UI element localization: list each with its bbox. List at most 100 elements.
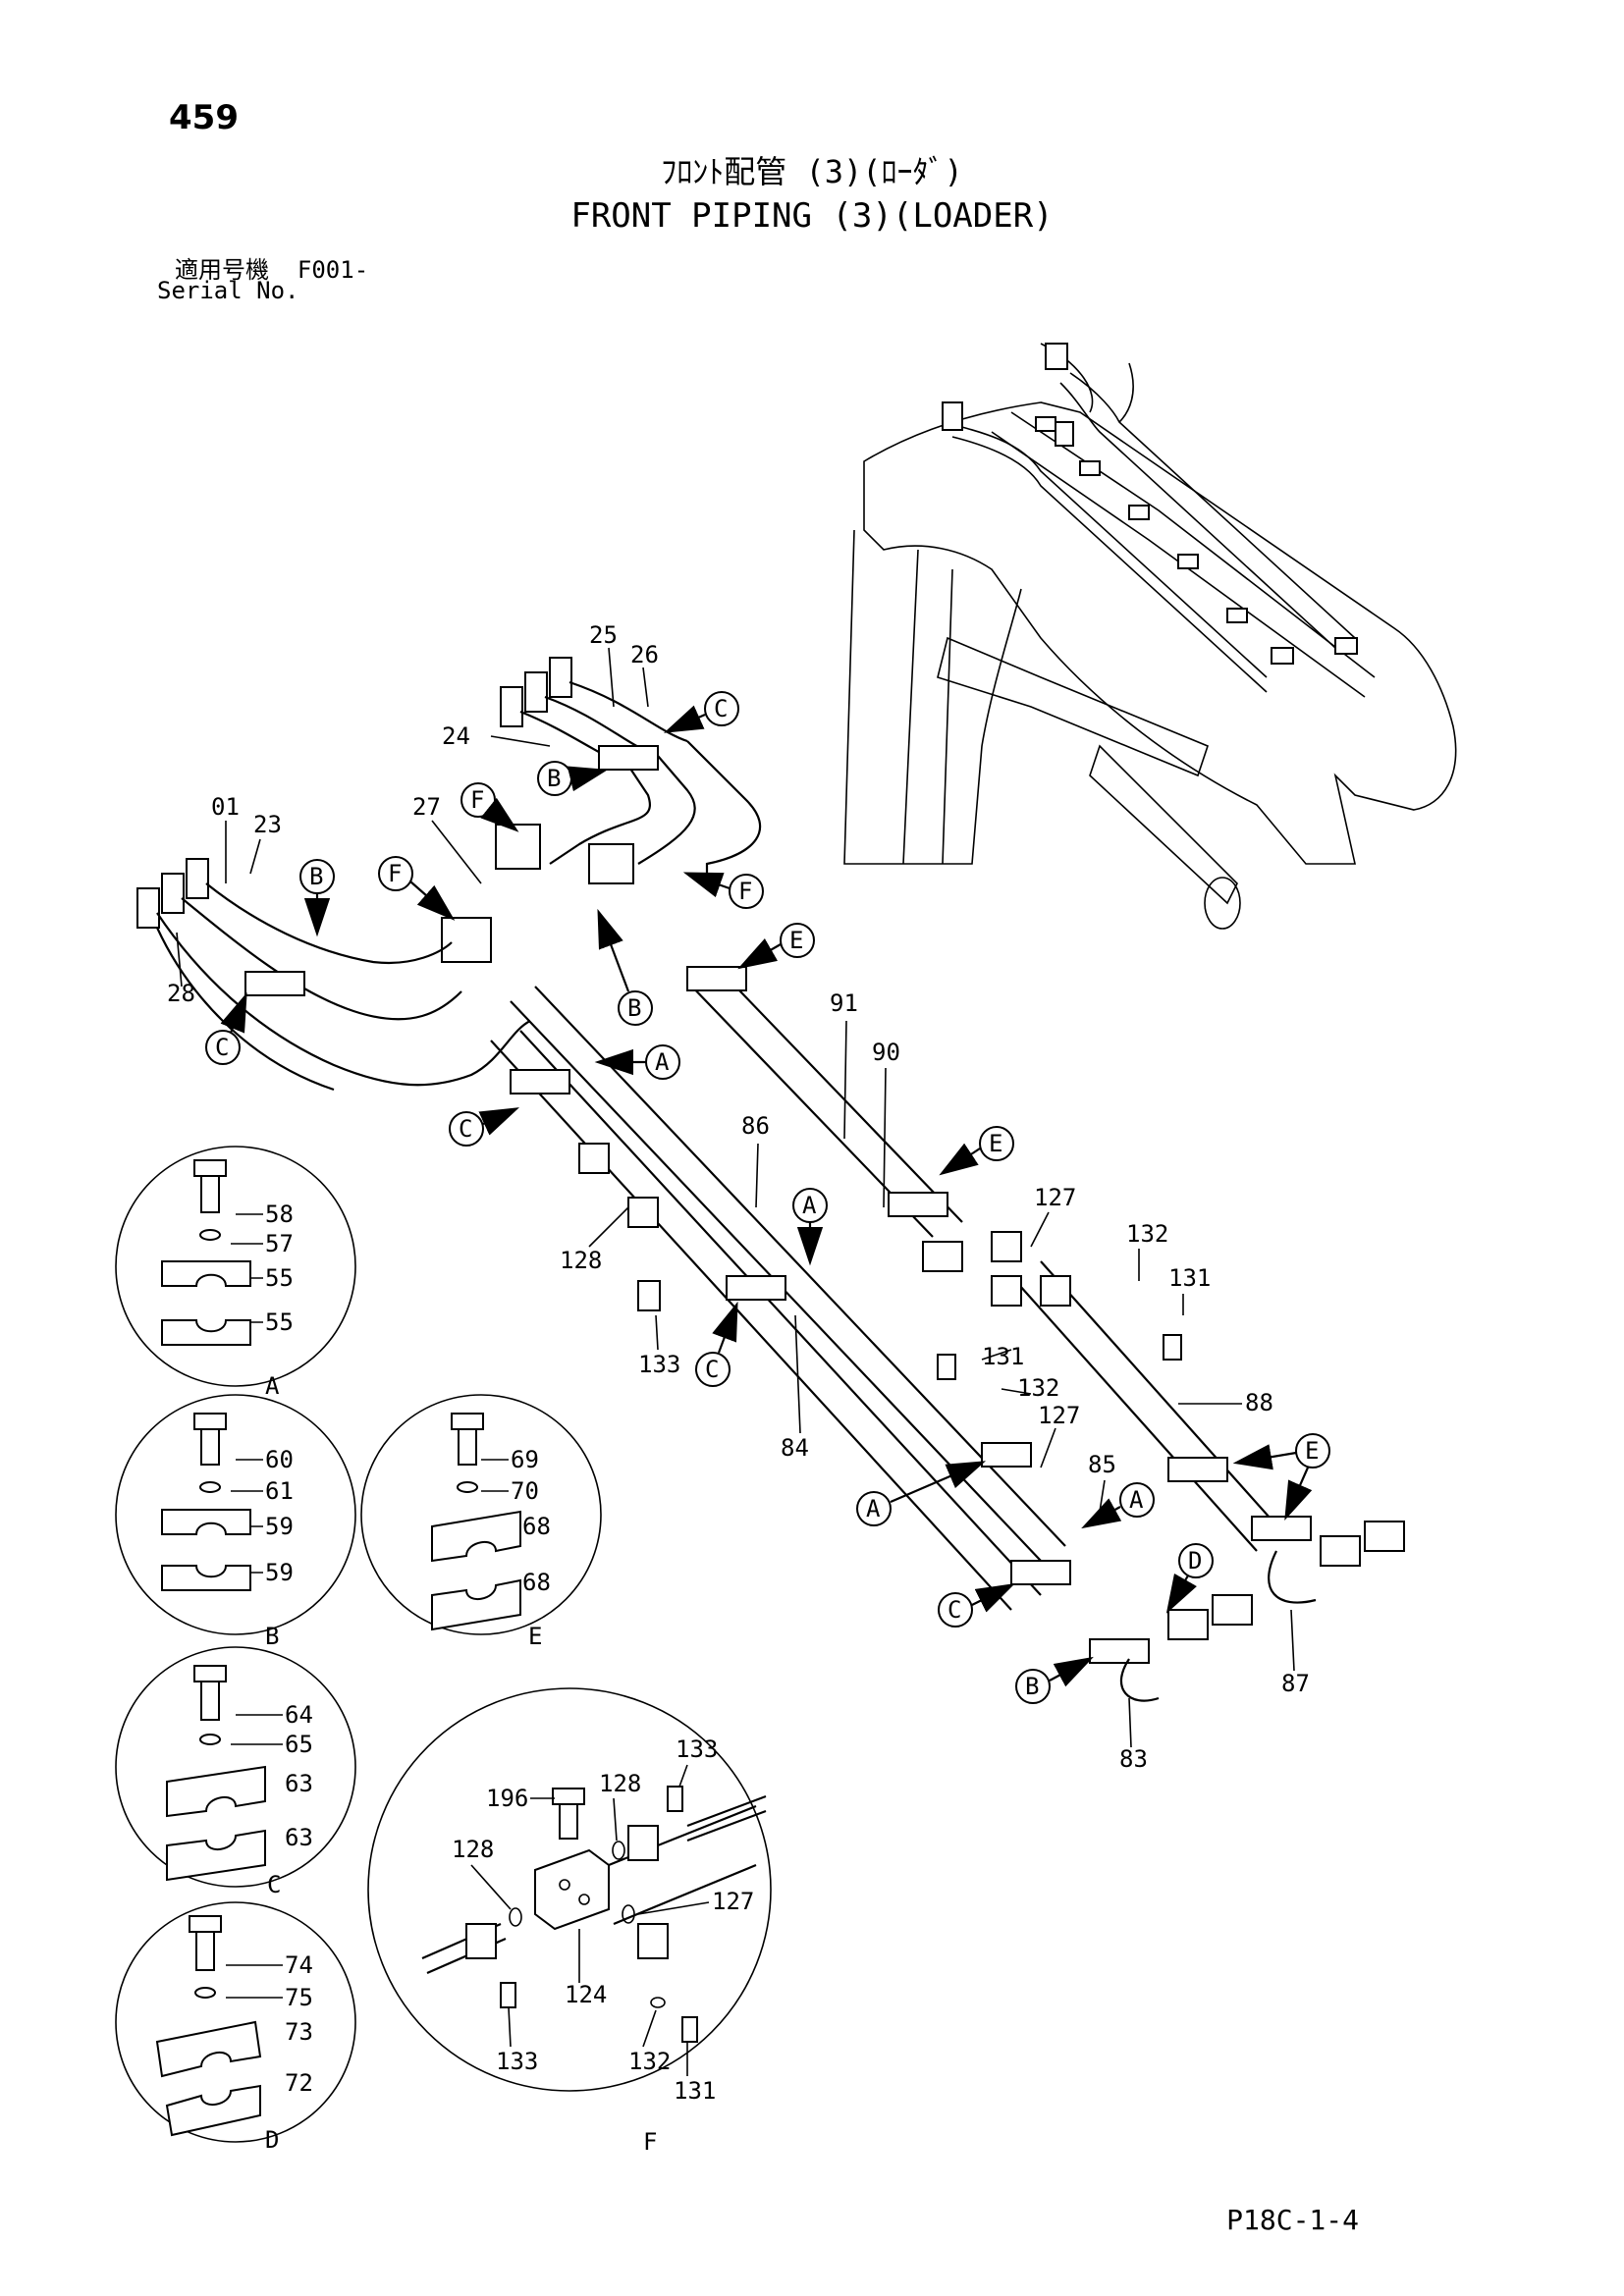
callout-bubbles: C B F F F B B C A C E E A C A A E C D B bbox=[205, 691, 1330, 1704]
callout-b-letter: B bbox=[309, 863, 323, 890]
part-label-24: 24 bbox=[442, 722, 470, 750]
detail-b-label-59-top: 59 bbox=[265, 1513, 294, 1540]
detail-f-label-132: 132 bbox=[628, 2048, 671, 2075]
callout-b-letter: B bbox=[1025, 1673, 1039, 1700]
part-label-23: 23 bbox=[253, 811, 282, 838]
detail-d: 74 75 73 72 D bbox=[115, 1901, 356, 2154]
callout-b-letter: B bbox=[547, 765, 561, 792]
callout-c: C bbox=[663, 691, 739, 733]
detail-b-letter: B bbox=[265, 1623, 279, 1650]
part-label-01: 01 bbox=[211, 793, 240, 821]
part-label-127b: 127 bbox=[1038, 1402, 1080, 1429]
detail-f-label-133-bottom: 133 bbox=[496, 2048, 538, 2075]
detail-f: 133 196 128 128 127 124 133 132 131 F bbox=[367, 1687, 772, 2156]
detail-a-letter: A bbox=[265, 1372, 280, 1400]
callout-a: A bbox=[594, 1044, 680, 1080]
detail-e-label-69: 69 bbox=[511, 1446, 539, 1473]
callout-a-letter: A bbox=[802, 1192, 817, 1219]
detail-c-letter: C bbox=[267, 1871, 281, 1898]
callout-e-letter: E bbox=[1305, 1437, 1319, 1465]
part-label-25: 25 bbox=[589, 621, 618, 649]
detail-e-letter: E bbox=[528, 1623, 542, 1650]
detail-c-label-64: 64 bbox=[285, 1701, 313, 1729]
detail-b-label-59-bottom: 59 bbox=[265, 1559, 294, 1586]
callout-c-letter: C bbox=[459, 1115, 472, 1143]
callout-c: C bbox=[938, 1583, 1015, 1628]
detail-d-label-73: 73 bbox=[285, 2018, 313, 2046]
callout-a: A bbox=[792, 1188, 828, 1266]
leader-lines bbox=[176, 647, 1295, 1748]
callout-b: B bbox=[537, 761, 609, 796]
callout-b: B bbox=[597, 908, 653, 1026]
detail-f-label-128-left: 128 bbox=[452, 1836, 494, 1863]
page-number: 459 bbox=[169, 98, 239, 137]
part-label-88: 88 bbox=[1245, 1389, 1273, 1416]
arm-hose-clamps bbox=[942, 343, 1358, 665]
part-label-91: 91 bbox=[830, 989, 858, 1017]
detail-f-label-128-right: 128 bbox=[599, 1770, 641, 1797]
callout-e-letter: E bbox=[789, 927, 803, 954]
part-label-87: 87 bbox=[1281, 1670, 1310, 1697]
part-label-90: 90 bbox=[872, 1039, 900, 1066]
detail-f-label-124: 124 bbox=[565, 1981, 607, 2008]
part-label-132b: 132 bbox=[1017, 1374, 1059, 1402]
callout-c-letter: C bbox=[714, 695, 728, 722]
callout-a: A bbox=[1081, 1482, 1155, 1529]
callout-c: C bbox=[449, 1107, 520, 1147]
serial-label-japanese: 適用号機 bbox=[175, 256, 269, 284]
callout-b: B bbox=[1015, 1656, 1094, 1704]
callout-b-letter: B bbox=[627, 994, 641, 1022]
page-title: FRONT PIPING (3)(LOADER) bbox=[570, 196, 1054, 236]
page-reference: P18C-1-4 bbox=[1226, 2204, 1359, 2236]
part-label-132: 132 bbox=[1126, 1220, 1168, 1248]
detail-c: 64 65 63 63 C bbox=[115, 1646, 356, 1898]
front-piping-assembly bbox=[136, 657, 1405, 1702]
callout-b: B bbox=[299, 859, 335, 937]
callout-a-letter: A bbox=[866, 1495, 881, 1522]
detail-f-label-127: 127 bbox=[712, 1888, 754, 1915]
part-label-127: 127 bbox=[1034, 1184, 1076, 1211]
detail-e: 69 70 68 68 E bbox=[360, 1394, 602, 1650]
detail-e-label-68-top: 68 bbox=[522, 1513, 551, 1540]
detail-a-label-58: 58 bbox=[265, 1201, 294, 1228]
detail-c-label-63-bottom: 63 bbox=[285, 1824, 313, 1851]
callout-e-letter: E bbox=[989, 1130, 1002, 1157]
detail-f-label-131: 131 bbox=[674, 2077, 716, 2105]
detail-e-label-70: 70 bbox=[511, 1477, 539, 1505]
callout-f-letter: F bbox=[470, 786, 484, 814]
detail-d-letter: D bbox=[265, 2126, 279, 2154]
callout-a: A bbox=[856, 1461, 987, 1526]
callout-d-letter: D bbox=[1188, 1547, 1202, 1575]
part-label-128: 128 bbox=[560, 1247, 602, 1274]
detail-f-letter: F bbox=[643, 2128, 657, 2156]
part-number-labels: 25 26 24 01 23 27 28 91 90 86 127 132 13… bbox=[167, 621, 1310, 1773]
detail-b-label-61: 61 bbox=[265, 1477, 294, 1505]
serial-value: F001- bbox=[297, 256, 369, 284]
detail-a-label-55-bottom: 55 bbox=[265, 1308, 294, 1336]
callout-a-letter: A bbox=[1129, 1486, 1144, 1514]
part-label-84: 84 bbox=[781, 1434, 809, 1462]
callout-e: E bbox=[737, 923, 815, 970]
callout-f: F bbox=[460, 782, 519, 832]
part-label-27: 27 bbox=[412, 793, 441, 821]
callout-f: F bbox=[682, 872, 764, 909]
callout-c-letter: C bbox=[947, 1596, 961, 1624]
detail-e-label-68-bottom: 68 bbox=[522, 1569, 551, 1596]
part-label-133: 133 bbox=[638, 1351, 680, 1378]
callout-c-letter: C bbox=[705, 1356, 719, 1383]
callout-c: C bbox=[695, 1301, 738, 1387]
callout-c: C bbox=[205, 991, 247, 1065]
detail-f-label-196: 196 bbox=[486, 1785, 528, 1812]
detail-b-label-60: 60 bbox=[265, 1446, 294, 1473]
detail-a: 58 57 55 55 A bbox=[115, 1146, 356, 1400]
part-label-131: 131 bbox=[1168, 1264, 1211, 1292]
part-label-26: 26 bbox=[630, 641, 659, 668]
detail-d-label-75: 75 bbox=[285, 1984, 313, 2011]
detail-d-label-72: 72 bbox=[285, 2069, 313, 2097]
callout-f: F bbox=[378, 856, 456, 921]
detail-d-label-74: 74 bbox=[285, 1951, 313, 1979]
part-label-85: 85 bbox=[1088, 1451, 1116, 1478]
callout-c-letter: C bbox=[215, 1034, 229, 1061]
detail-c-label-65: 65 bbox=[285, 1731, 313, 1758]
